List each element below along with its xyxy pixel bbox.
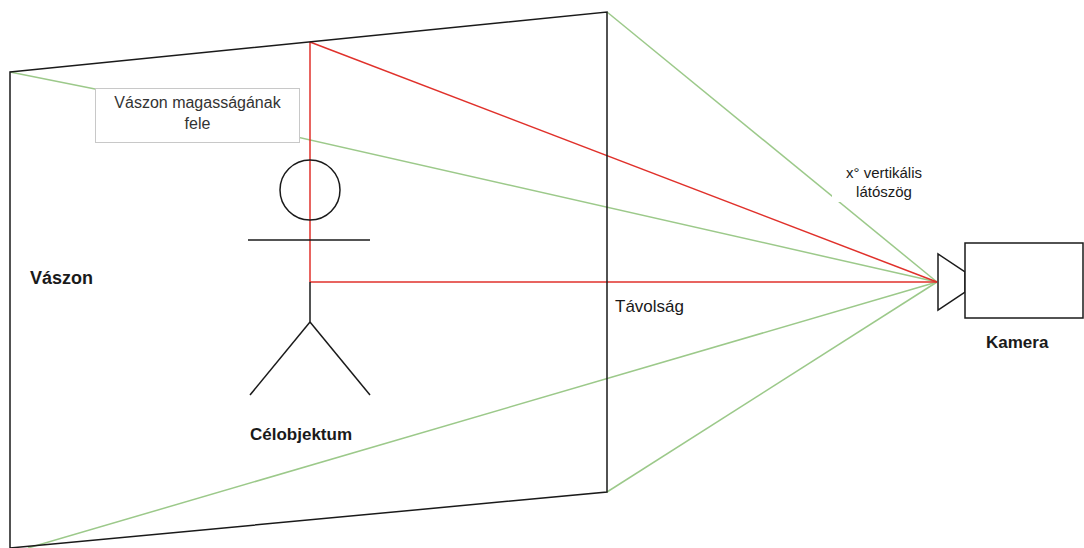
figure-leg bbox=[310, 322, 370, 395]
view-line bbox=[607, 282, 937, 492]
node-title: Kamera bbox=[986, 333, 1048, 353]
canvas-border bbox=[10, 12, 607, 548]
figure-body bbox=[309, 282, 311, 322]
annotation-text: Vászon magasságának fele bbox=[102, 93, 293, 135]
angle-label: x° vertikális látószög bbox=[832, 164, 936, 202]
measure-lines bbox=[310, 42, 937, 282]
view-line bbox=[607, 12, 937, 282]
target-label: Célobjektum bbox=[248, 424, 354, 445]
camera: Kamera bbox=[920, 240, 1084, 365]
figure-arms bbox=[248, 239, 370, 241]
canvas-plane: Vászon magasságának feleVászon bbox=[0, 0, 620, 548]
figure-head bbox=[280, 160, 340, 220]
angle-line bbox=[310, 42, 937, 282]
view-lines bbox=[10, 12, 937, 548]
annotation-box: Vászon magasságának fele bbox=[95, 88, 300, 143]
distance-line bbox=[310, 281, 937, 283]
half-height-line bbox=[309, 42, 311, 282]
node-title: Vászon bbox=[30, 268, 93, 289]
camera-lens bbox=[938, 254, 965, 310]
distance-label: Távolság bbox=[613, 296, 686, 317]
figure-leg bbox=[250, 322, 310, 395]
view-line bbox=[28, 282, 937, 548]
camera-body bbox=[965, 243, 1083, 318]
stick-figure bbox=[248, 160, 370, 395]
